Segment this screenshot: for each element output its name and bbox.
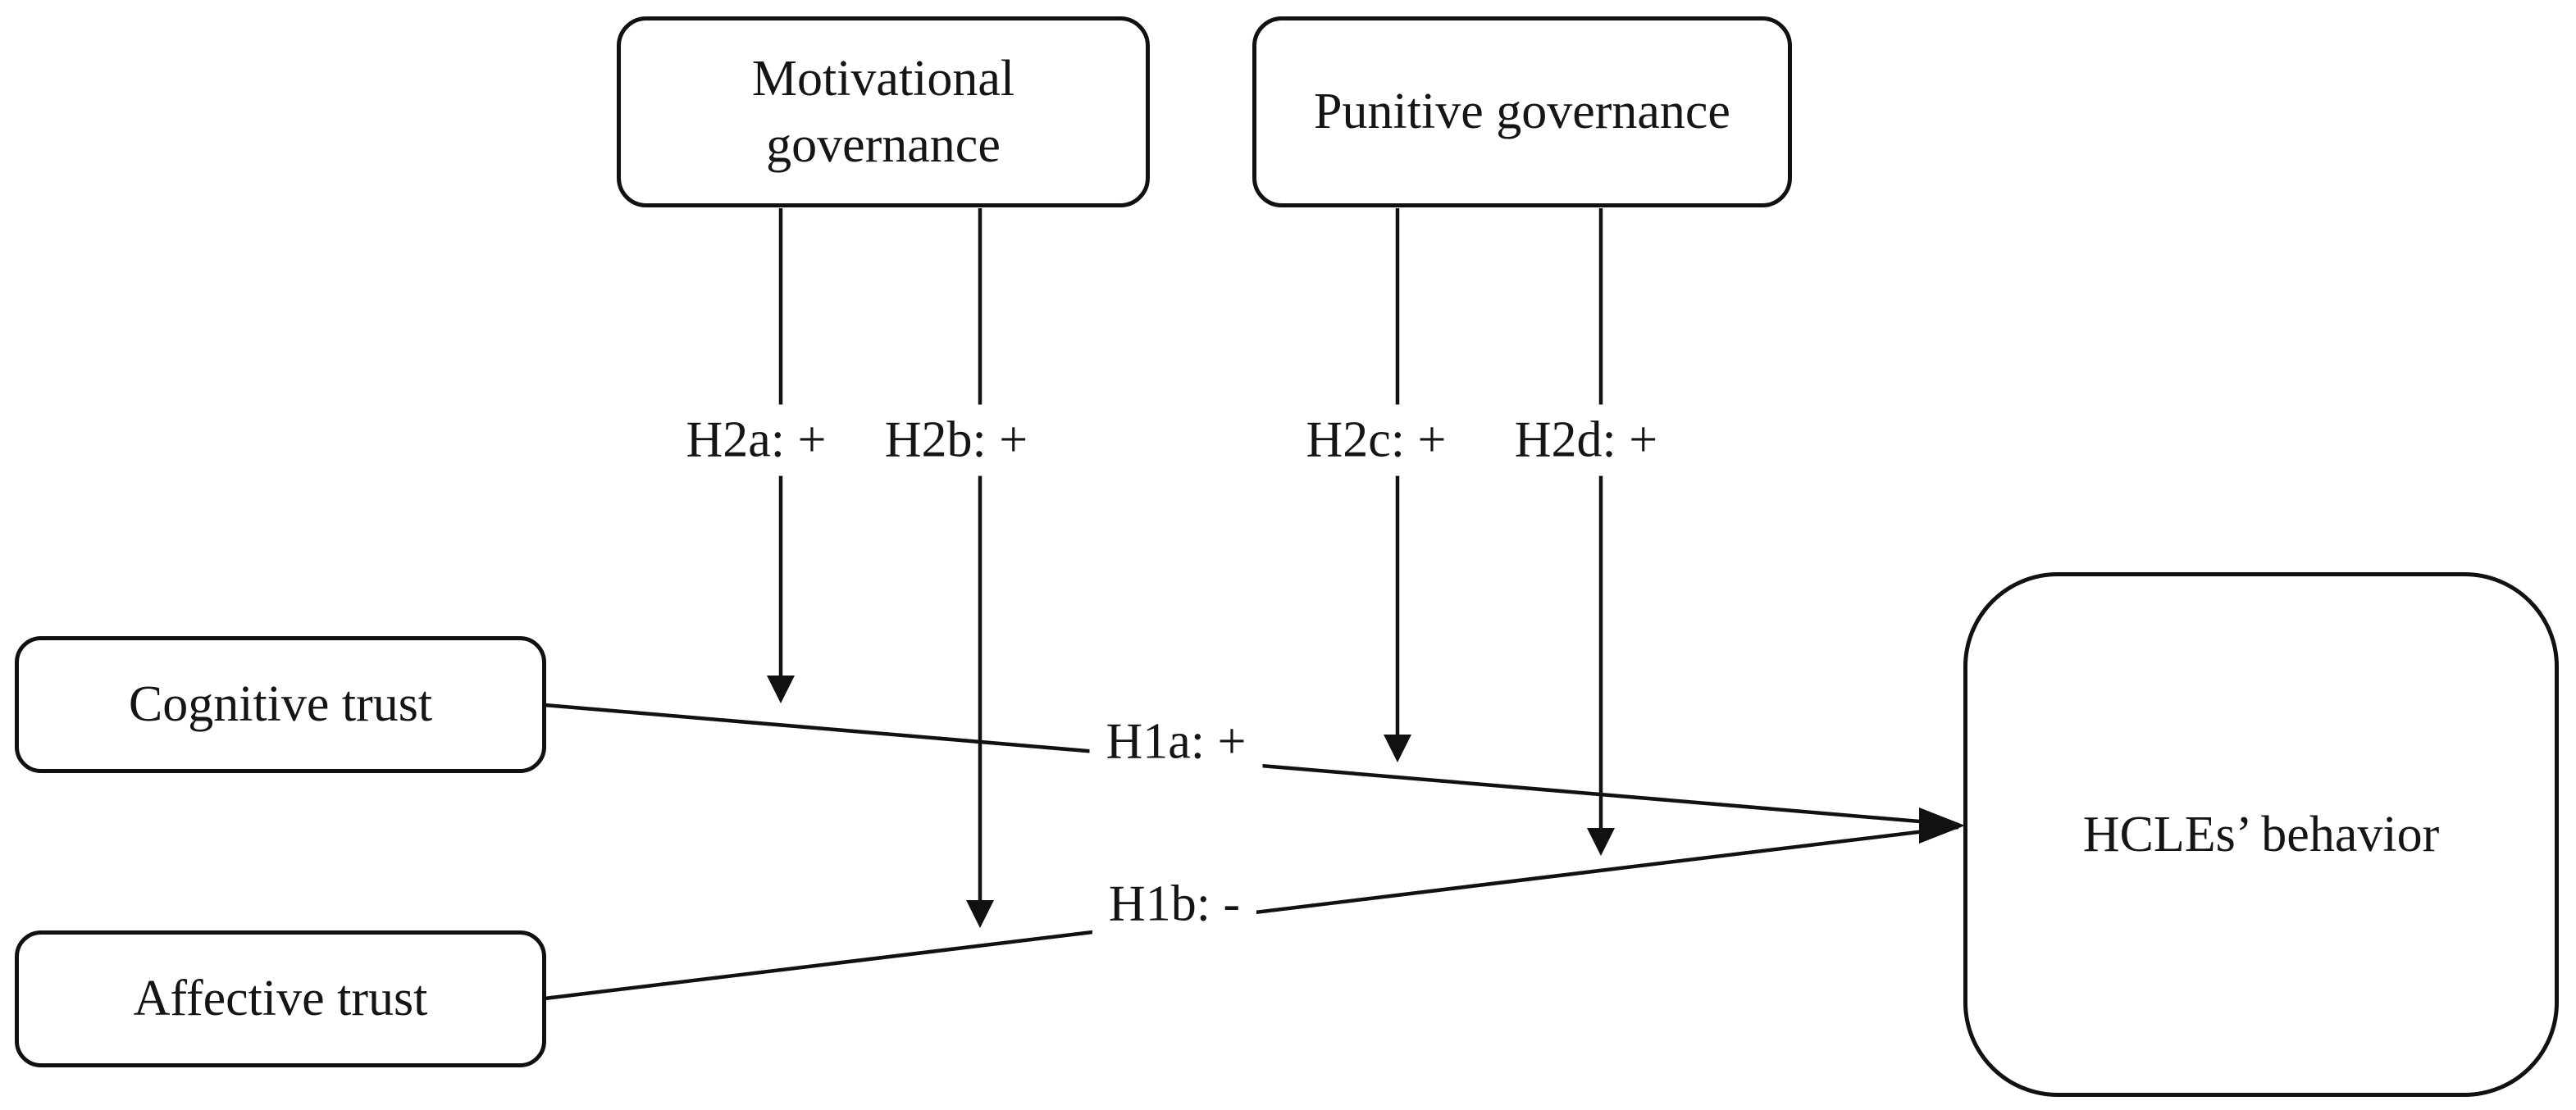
node-cognitive-trust: Cognitive trust (15, 636, 546, 773)
node-motivational-governance-label-line2: governance (766, 116, 1001, 173)
edge-h1-arrowhead-icon (1919, 807, 1965, 844)
edge-h2c-arrowhead-icon (1384, 735, 1411, 762)
node-affective-trust: Affective trust (15, 930, 546, 1067)
edge-label-h2a: H2a: + (669, 404, 843, 476)
node-affective-trust-label: Affective trust (133, 971, 428, 1027)
edge-label-h1a: H1a: + (1089, 706, 1263, 778)
node-punitive-governance-label: Punitive governance (1314, 84, 1730, 140)
edge-label-h2b: H2b: + (868, 404, 1045, 476)
node-motivational-governance-label-line1: Motivational (751, 50, 1015, 107)
node-punitive-governance: Punitive governance (1252, 16, 1792, 207)
edge-h2d-arrowhead-icon (1587, 828, 1615, 856)
node-hcles-behavior-label: HCLEs’ behavior (2082, 806, 2440, 862)
edge-label-h1b: H1b: - (1092, 868, 1257, 940)
edge-label-h2d: H2d: + (1498, 404, 1675, 476)
edge-h2a-arrowhead-icon (767, 676, 795, 703)
node-cognitive-trust-label: Cognitive trust (128, 676, 433, 733)
node-hcles-behavior: HCLEs’ behavior (1963, 572, 2559, 1097)
node-motivational-governance: Motivational governance (617, 16, 1150, 207)
edge-h2b-arrowhead-icon (966, 900, 994, 928)
edge-label-h2c: H2c: + (1289, 404, 1463, 476)
